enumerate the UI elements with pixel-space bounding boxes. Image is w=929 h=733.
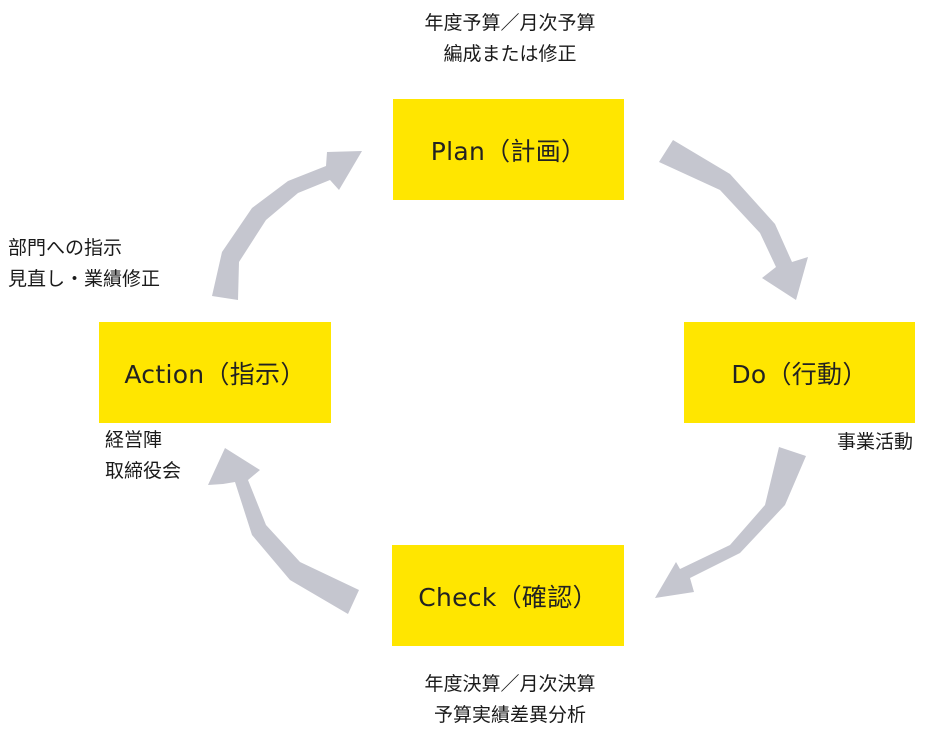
- plan-note-line: 編成または修正: [443, 43, 577, 65]
- plan-box: Plan（計画）: [393, 99, 624, 200]
- actor-line: 取締役会: [105, 460, 182, 482]
- arrow-do-to-check: [655, 447, 806, 598]
- do-note-line: 事業活動: [836, 431, 913, 453]
- action-label: Action（指示）: [124, 359, 306, 389]
- action-note-line: 部門への指示: [8, 237, 123, 259]
- check-note-line: 予算実績差異分析: [433, 704, 586, 726]
- plan-notes: 年度予算／月次予算 編成または修正: [370, 8, 650, 70]
- actor-notes: 経営陣 取締役会: [105, 425, 181, 487]
- plan-note-line: 年度予算／月次予算: [424, 12, 596, 34]
- action-box: Action（指示）: [99, 322, 331, 423]
- action-notes: 部門への指示 見直し・業績修正: [8, 233, 160, 295]
- check-label: Check（確認）: [418, 582, 598, 612]
- check-notes: 年度決算／月次決算 予算実績差異分析: [370, 669, 650, 731]
- actor-line: 経営陣: [105, 429, 163, 451]
- do-notes: 事業活動: [837, 427, 913, 458]
- arrow-action-to-plan: [212, 151, 362, 300]
- do-box: Do（行動）: [684, 322, 915, 423]
- action-note-line: 見直し・業績修正: [8, 268, 161, 290]
- check-note-line: 年度決算／月次決算: [424, 673, 596, 695]
- check-box: Check（確認）: [392, 545, 624, 646]
- do-label: Do（行動）: [731, 359, 868, 389]
- arrow-plan-to-do: [659, 140, 808, 300]
- arrow-check-to-action: [208, 448, 359, 614]
- plan-label: Plan（計画）: [430, 136, 587, 166]
